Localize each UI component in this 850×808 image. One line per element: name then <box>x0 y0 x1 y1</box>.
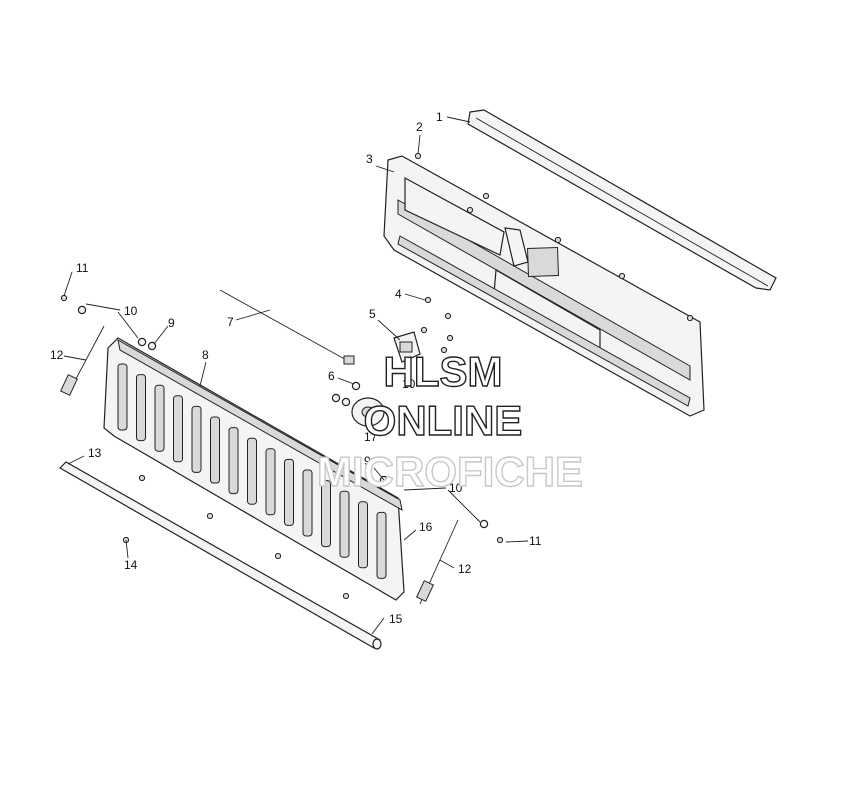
callout-5: 5 <box>369 307 376 321</box>
shell-rib <box>339 490 350 558</box>
callout-16: 16 <box>419 520 433 534</box>
callout-11-left: 11 <box>76 261 89 275</box>
shell-rib <box>136 374 146 442</box>
callout-2: 2 <box>416 120 423 134</box>
bolt <box>342 592 350 600</box>
callout-6: 6 <box>328 369 335 383</box>
shell-rib <box>358 501 368 569</box>
nut <box>351 381 361 391</box>
bolt <box>554 236 562 244</box>
shell-rib <box>228 427 239 495</box>
bolt <box>420 326 428 334</box>
callout-12-left: 12 <box>50 348 64 362</box>
bolt <box>424 296 432 304</box>
watermark-line1: HLSM <box>384 348 503 395</box>
nut <box>331 393 341 403</box>
nut <box>137 337 147 347</box>
bolt <box>446 334 454 342</box>
outer-shell-ribs <box>117 363 387 579</box>
shell-rib <box>265 448 276 516</box>
support-cable-left <box>60 325 105 396</box>
bolt <box>496 536 504 544</box>
callout-10-center: 10 <box>402 377 416 391</box>
shell-rib <box>173 395 183 463</box>
callout-3: 3 <box>366 152 373 166</box>
inner-panel-frame <box>383 155 705 417</box>
latch-rod <box>219 289 351 363</box>
rod-clip <box>343 355 355 365</box>
shell-rib <box>191 405 202 473</box>
bolt <box>206 512 214 520</box>
watermark-line3: MICROFICHE <box>317 448 583 495</box>
callout-7: 7 <box>227 315 234 329</box>
callout-11-right: 11 <box>529 534 542 548</box>
callout-9-right: 9 <box>364 454 371 468</box>
lower-rod <box>59 461 382 650</box>
bolt <box>138 474 146 482</box>
nut <box>341 397 351 407</box>
bolt <box>414 152 422 160</box>
callout-14: 14 <box>124 558 138 572</box>
bolt <box>60 294 68 302</box>
bolt <box>686 314 694 322</box>
bolt <box>444 312 452 320</box>
support-cable-right <box>416 519 459 605</box>
shell-rib <box>302 469 313 537</box>
shell-rib <box>376 511 387 579</box>
nut <box>77 305 87 315</box>
callout-9-left: 9 <box>168 316 175 330</box>
watermark-line2: ONLINE <box>364 397 523 444</box>
bolt <box>618 272 626 280</box>
shell-rib <box>117 363 128 431</box>
nut <box>147 341 157 351</box>
bolt <box>274 552 282 560</box>
latch-ring <box>351 397 385 427</box>
shell-rib <box>247 437 257 505</box>
callout-15: 15 <box>389 612 403 626</box>
callout-1: 1 <box>436 110 443 124</box>
shell-rib <box>154 384 165 452</box>
callout-8: 8 <box>202 348 209 362</box>
bolt <box>440 346 448 354</box>
top-cap-rail <box>467 109 777 291</box>
callout-10-right: 10 <box>449 481 463 495</box>
handle-bracket <box>393 331 421 363</box>
nut <box>479 519 489 529</box>
shell-rib <box>321 480 331 548</box>
callout-17: 17 <box>364 430 378 444</box>
bolt <box>482 192 490 200</box>
callout-12-right: 12 <box>458 562 472 576</box>
fasteners <box>60 152 694 600</box>
callout-13: 13 <box>88 446 102 460</box>
bolt <box>466 206 474 214</box>
shell-rib <box>284 458 294 526</box>
leader-lines <box>63 116 529 635</box>
callout-10-left: 10 <box>124 304 138 318</box>
callout-4: 4 <box>395 287 402 301</box>
shell-rib <box>210 416 220 484</box>
